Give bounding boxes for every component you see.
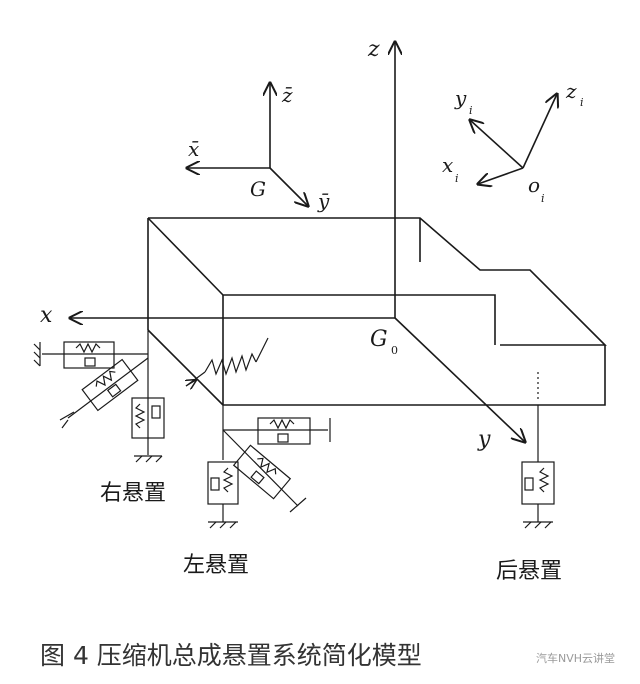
local-origin-label: o [528,173,540,197]
global-z-label: z [367,37,380,62]
right-mount [33,330,269,463]
cg-origin-label: G [250,177,266,201]
local-z-label: z [565,79,577,103]
global-origin-label: G [370,327,388,352]
svg-text:i: i [541,192,545,205]
cg-y-label: ȳ [317,189,330,213]
local-y-label: y [454,86,467,110]
local-axes: y i x i z i o i [442,79,584,205]
left-mount [207,405,331,529]
figure-caption: 图 4 压缩机总成悬置系统简化模型 [40,641,422,670]
watermark: 汽车NVH云讲堂 [536,651,615,665]
cg-x-label: x̄ [188,137,199,161]
svg-text:i: i [580,96,584,109]
global-y-label: y [477,427,491,452]
rear-mount [521,372,555,529]
global-axes: z x y G 0 [40,37,525,452]
global-origin-subscript: 0 [391,344,398,357]
global-y-axis-line [394,317,525,442]
svg-text:i: i [455,172,459,185]
left-mount-label: 左悬置 [183,553,249,578]
right-mount-label: 右悬置 [100,481,166,506]
cg-z-label: z̄ [281,83,293,107]
global-x-label: x [40,303,53,328]
local-x-label: x [442,153,453,177]
cg-axes: z̄ x̄ ȳ G [187,83,330,213]
svg-text:i: i [469,104,473,117]
rear-mount-label: 后悬置 [496,559,562,584]
compressor-body [147,217,607,406]
